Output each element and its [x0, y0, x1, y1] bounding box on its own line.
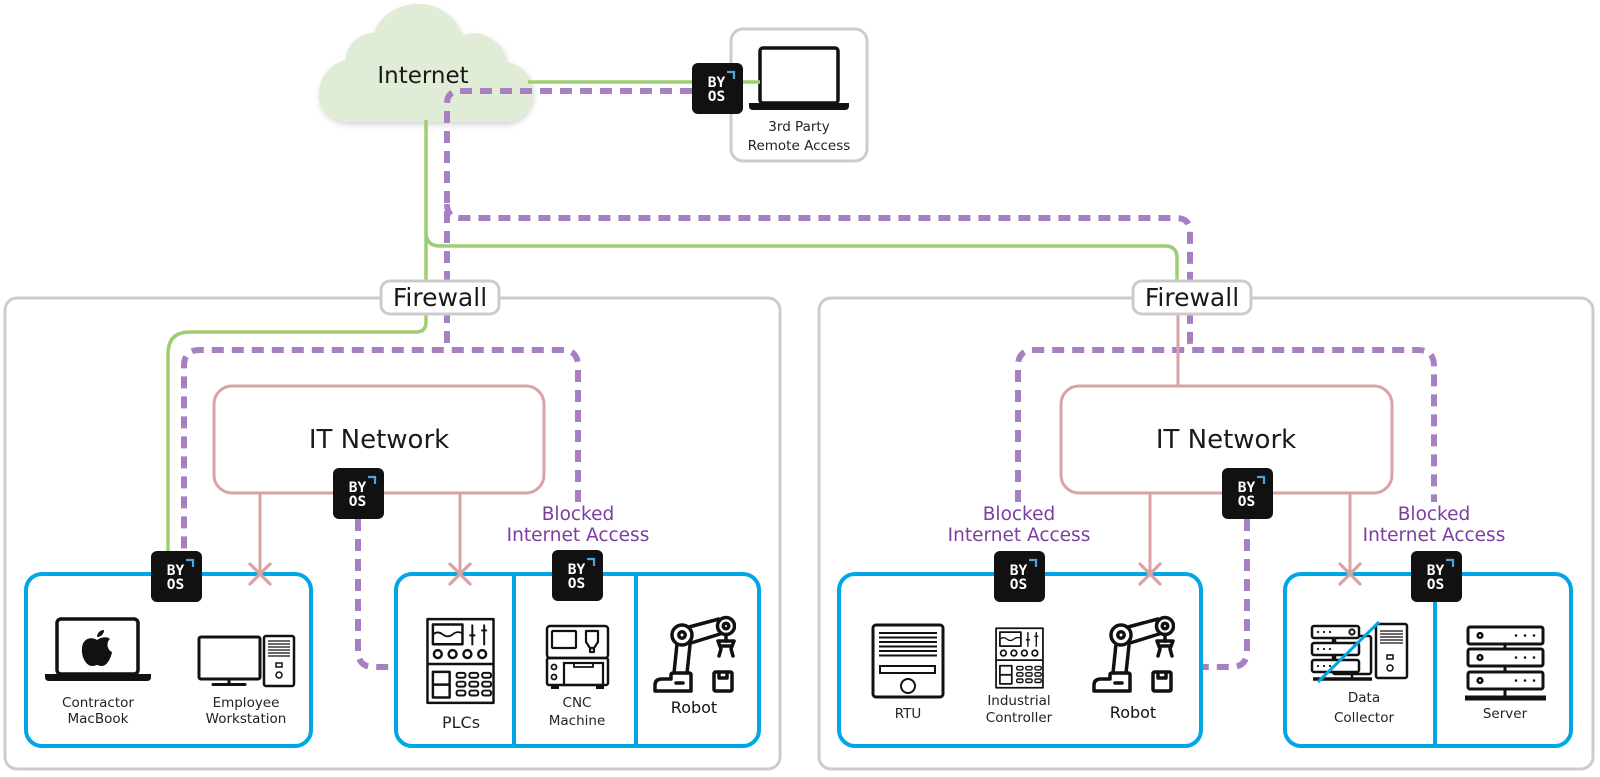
device-server: Server	[1465, 625, 1546, 722]
collector-slash-line	[1316, 620, 1381, 684]
it-network-left: IT Network	[212, 384, 546, 495]
firewall-label: Firewall	[393, 283, 487, 312]
device-label: Contractor	[62, 695, 134, 711]
device-employee-workstation: Employee Workstation	[197, 634, 296, 727]
laptop-icon	[749, 46, 849, 110]
device-label: Employee	[213, 695, 280, 711]
byos-tunnel-branch-right	[444, 203, 1199, 353]
internet-cloud: Internet	[318, 4, 533, 122]
blocked-x-icon	[1138, 562, 1162, 586]
device-rtu: RTU	[871, 623, 945, 722]
it-network-label: IT Network	[309, 425, 449, 455]
byos-tunnel-right-it-to-robot	[1201, 519, 1250, 670]
blocked-label-line1: Blocked	[983, 504, 1056, 525]
device-label: CNC	[563, 695, 592, 711]
byos-badge-right-data	[1411, 551, 1462, 602]
server-icon	[1465, 625, 1546, 701]
device-robot-left: Robot	[653, 615, 736, 717]
remote-access-node: 3rd Party Remote Access	[729, 27, 869, 163]
data-collector-icon	[1310, 620, 1409, 684]
device-label: Server	[1483, 706, 1528, 722]
device-contractor-macbook: Contractor MacBook	[45, 617, 151, 727]
remote-access-label-line1: 3rd Party	[768, 119, 829, 135]
byos-badge-remote-access	[692, 63, 743, 114]
it-network-label: IT Network	[1156, 425, 1296, 455]
device-label: Robot	[671, 698, 717, 717]
blocked-label-line2: Internet Access	[948, 525, 1091, 546]
device-data-collector: Data Collector	[1310, 620, 1409, 726]
remote-access-label-line2: Remote Access	[748, 138, 851, 154]
device-label: MacBook	[68, 711, 129, 727]
blocked-internet-label-right-b: Blocked Internet Access	[1363, 504, 1506, 546]
device-label: Controller	[986, 710, 1053, 726]
apple-laptop-icon	[45, 617, 151, 681]
internet-link-right-site	[424, 231, 1179, 283]
blocked-x-icon	[1338, 562, 1362, 586]
blocked-label-line2: Internet Access	[507, 525, 650, 546]
byos-tunnel-left-it-to-plc	[355, 519, 396, 670]
byos-badge-left-ot	[552, 550, 603, 601]
byos-tunnel-remote	[444, 88, 692, 350]
device-label: Workstation	[206, 711, 287, 727]
device-label: Data	[1348, 690, 1380, 706]
blocked-label-line2: Internet Access	[1363, 525, 1506, 546]
device-robot-right: Robot	[1092, 615, 1175, 722]
device-industrial-controller: Industrial Controller	[986, 627, 1053, 726]
cloud-icon	[318, 4, 533, 122]
blocked-x-icon	[248, 562, 272, 586]
device-label: Collector	[1334, 710, 1394, 726]
blocked-x-icon	[448, 562, 472, 586]
blocked-internet-label-right-a: Blocked Internet Access	[948, 504, 1091, 546]
byos-badge-left-it	[333, 468, 384, 519]
blocked-label-line1: Blocked	[542, 504, 615, 525]
firewall-label: Firewall	[1145, 283, 1239, 312]
byos-badge-right-it	[1222, 468, 1273, 519]
internet-link-left-site	[166, 120, 428, 552]
it-network-right: IT Network	[1059, 384, 1394, 495]
device-label: RTU	[895, 706, 922, 722]
internet-label: Internet	[377, 63, 468, 89]
device-label: PLCs	[442, 713, 480, 732]
device-label: Robot	[1110, 703, 1156, 722]
device-cnc-machine: CNC Machine	[545, 624, 610, 729]
cnc-machine-icon	[545, 624, 610, 689]
device-plcs: PLCs	[426, 617, 495, 732]
device-label: Machine	[549, 713, 606, 729]
byos-badge-left-endpoints	[151, 551, 202, 602]
blocked-internet-label-left: Blocked Internet Access	[507, 504, 650, 546]
byos-badge-right-ot	[994, 551, 1045, 602]
firewall-right: Firewall	[1131, 279, 1253, 316]
byos-tunnel-right-loop	[1015, 347, 1437, 502]
device-label: Industrial	[987, 693, 1050, 709]
blocked-label-line1: Blocked	[1398, 504, 1471, 525]
rtu-icon	[871, 623, 945, 699]
firewall-left: Firewall	[379, 279, 501, 316]
byos-tunnel-left-loop	[181, 347, 581, 552]
desktop-workstation-icon	[197, 634, 296, 688]
